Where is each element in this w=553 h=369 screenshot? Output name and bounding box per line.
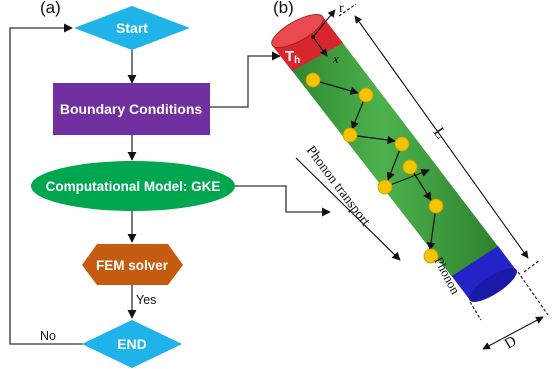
length-label: L bbox=[430, 124, 450, 142]
hot-end: Th bbox=[271, 14, 343, 71]
cold-label: Tc bbox=[481, 303, 496, 321]
origin-dot bbox=[311, 35, 315, 39]
hot-label: Th bbox=[285, 48, 300, 66]
arrow-boundary-to-rod bbox=[210, 51, 281, 108]
arrow-model-to-rod bbox=[235, 185, 331, 217]
length-arrow bbox=[354, 15, 529, 259]
diameter-ext-left bbox=[469, 301, 482, 321]
x-label: x bbox=[332, 51, 339, 66]
diameter-label: D bbox=[502, 333, 520, 352]
phonon-dot bbox=[358, 87, 374, 103]
boundary-label: Boundary Conditions bbox=[60, 101, 203, 117]
phonon-dot bbox=[428, 198, 444, 214]
panel-b-label: (b) bbox=[273, 0, 294, 17]
boundary-node: Boundary Conditions bbox=[53, 83, 210, 135]
phonon-dot bbox=[402, 159, 418, 175]
r-axis-arrow bbox=[312, 9, 336, 38]
phonon-dot bbox=[394, 136, 410, 152]
path-seg-1 bbox=[312, 79, 359, 95]
start-node: Start bbox=[74, 6, 190, 50]
solver-hexagon bbox=[82, 244, 183, 285]
coordinate-axes bbox=[312, 9, 336, 57]
solver-label: FEM solver bbox=[96, 258, 169, 273]
start-label: Start bbox=[116, 20, 148, 36]
cold-end: Tc bbox=[452, 246, 517, 321]
cold-cap-bottom bbox=[469, 267, 517, 303]
diameter-ext-right bbox=[517, 271, 549, 316]
diameter-arrow bbox=[482, 316, 544, 350]
cold-cap-band bbox=[452, 246, 516, 300]
length-ext-top bbox=[338, 3, 357, 17]
diameter-dimension bbox=[469, 271, 549, 350]
end-node: END bbox=[82, 320, 182, 368]
length-ext-bottom bbox=[523, 259, 541, 273]
boundary-box bbox=[53, 83, 210, 135]
model-ellipse bbox=[31, 161, 235, 211]
phonon-dot bbox=[305, 72, 321, 88]
model-label: Computational Model: GKE bbox=[46, 179, 221, 194]
solver-node: FEM solver bbox=[82, 244, 183, 285]
hot-cap-top bbox=[271, 14, 324, 48]
yes-label: Yes bbox=[136, 293, 156, 307]
x-axis-arrow bbox=[312, 36, 328, 57]
loop-no-back-to-start bbox=[9, 23, 83, 345]
flow-connectors bbox=[9, 23, 331, 345]
hot-cap-band bbox=[272, 17, 343, 71]
phonon-dot bbox=[377, 179, 393, 195]
panel-a-label: (a) bbox=[40, 0, 61, 17]
end-label: END bbox=[117, 336, 147, 352]
phonon-dot bbox=[342, 127, 358, 143]
model-node: Computational Model: GKE bbox=[31, 161, 235, 211]
start-diamond bbox=[74, 6, 190, 50]
r-label: r bbox=[339, 1, 344, 16]
length-dimension bbox=[338, 3, 541, 273]
end-diamond bbox=[82, 320, 182, 368]
no-label: No bbox=[40, 329, 56, 343]
